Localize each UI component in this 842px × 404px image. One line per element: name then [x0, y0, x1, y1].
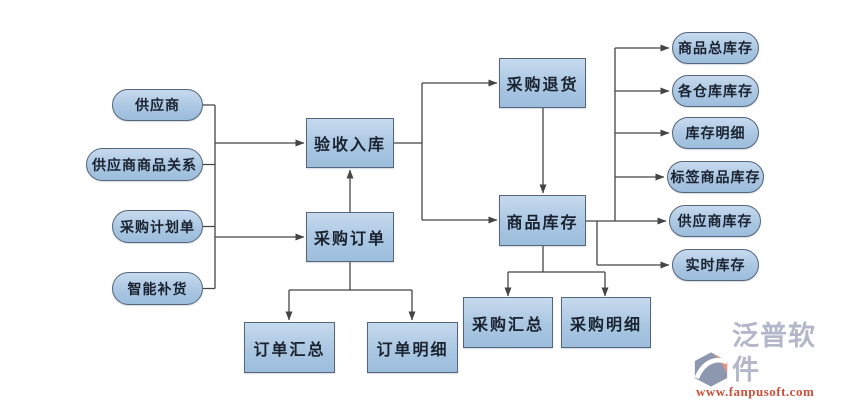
- fanpu-logo-icon: [694, 352, 729, 387]
- node-supplier: 供应商: [112, 89, 203, 121]
- node-tagged-product-inventory: 标签商品库存: [667, 161, 764, 193]
- brand-url: www.fanpusoft.com: [696, 384, 815, 399]
- node-total-product-inventory: 商品总库存: [672, 32, 759, 64]
- node-purchase-plan: 采购计划单: [112, 210, 203, 243]
- node-purchase-summary: 采购汇总: [463, 297, 553, 348]
- node-warehouse-inventory: 各仓库库存: [672, 75, 759, 107]
- node-inventory-detail: 库存明细: [672, 117, 759, 149]
- node-realtime-inventory: 实时库存: [672, 249, 759, 281]
- node-supplier-inventory: 供应商库存: [669, 205, 761, 237]
- node-acceptance-inbound: 验收入库: [306, 118, 394, 168]
- brand-row: 泛普软件: [692, 319, 838, 387]
- brand-name: 泛普软件: [732, 321, 816, 385]
- watermark: 泛普软件 www.fanpusoft.com: [692, 319, 838, 400]
- node-purchase-order: 采购订单: [306, 212, 394, 262]
- connector-lines: [203, 44, 670, 321]
- node-purchase-return: 采购退货: [499, 58, 586, 108]
- node-order-detail: 订单明细: [367, 322, 458, 373]
- node-product-inventory: 商品库存: [499, 195, 586, 246]
- node-supplier-product-relation: 供应商商品关系: [86, 148, 203, 181]
- node-order-summary: 订单汇总: [244, 322, 335, 373]
- node-purchase-detail: 采购明细: [561, 297, 651, 348]
- node-smart-replenishment: 智能补货: [112, 272, 203, 305]
